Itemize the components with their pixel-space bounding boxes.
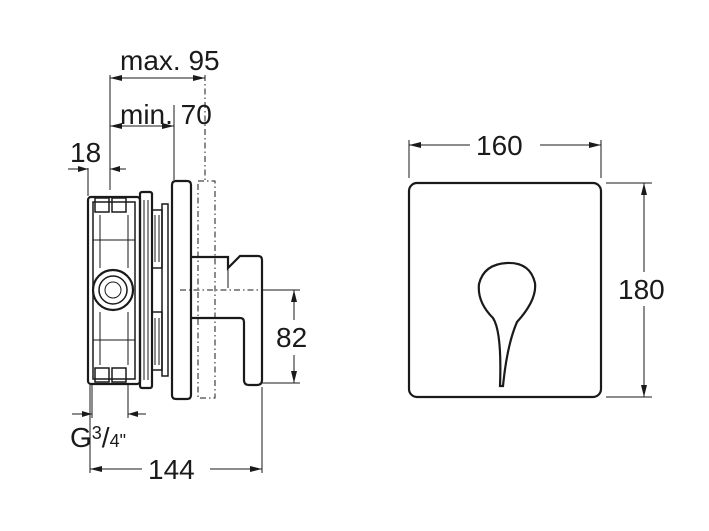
dim-handle-height: 82 <box>276 322 307 353</box>
dim-plate-height: 180 <box>618 274 665 305</box>
handle-side <box>191 254 264 387</box>
side-view: max. 95 min. 70 18 G3/4" 144 82 <box>68 45 307 485</box>
cover-plate-side <box>170 179 193 401</box>
dim-min-depth: min. 70 <box>120 99 212 130</box>
cover-plate-front <box>407 181 603 399</box>
dim-overall-depth: 144 <box>148 454 195 485</box>
dim-plate-width: 160 <box>476 130 523 161</box>
handle-front <box>477 261 537 388</box>
dim-max-depth: max. 95 <box>120 45 220 76</box>
front-view: 160 180 <box>407 130 665 399</box>
mounting-flange <box>138 190 169 390</box>
dim-wall-offset: 18 <box>70 137 101 168</box>
valve-body <box>86 195 142 386</box>
dim-thread-size: G3/4" <box>70 422 126 453</box>
max-position-outline <box>197 180 216 399</box>
